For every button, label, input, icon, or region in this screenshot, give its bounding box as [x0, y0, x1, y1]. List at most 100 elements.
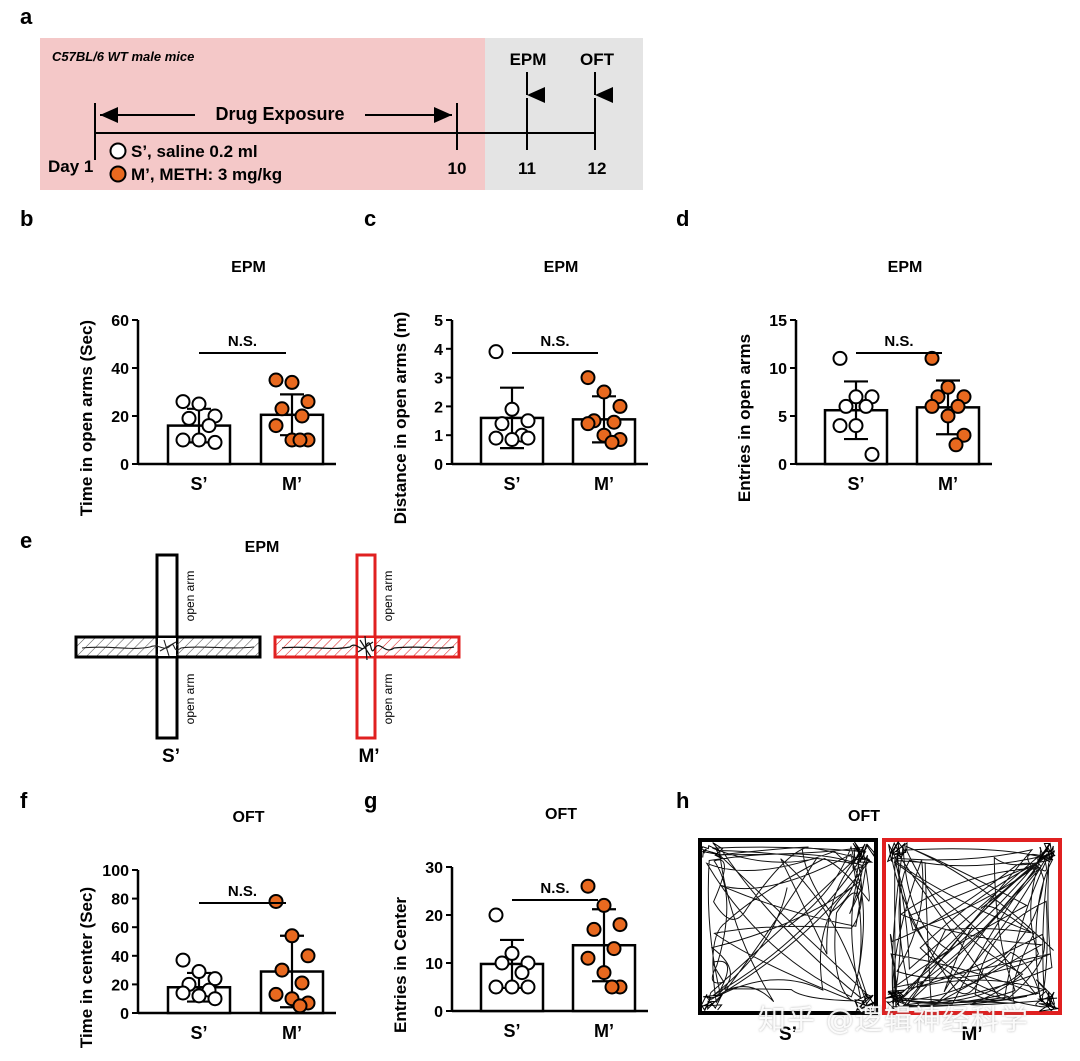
x-tick-label: M’: [282, 474, 302, 494]
oft-tracks-title: OFT: [848, 808, 880, 825]
data-point: [201, 418, 217, 434]
data-point: [488, 430, 504, 446]
data-point: [606, 941, 622, 957]
data-point: [832, 418, 848, 434]
data-point: [848, 418, 864, 434]
meth-oft-label: M’: [961, 1024, 982, 1045]
maze-title: EPM: [245, 539, 280, 556]
data-point: [284, 928, 300, 944]
x-tick-label: S’: [503, 474, 520, 494]
panel-letter-g: g: [364, 788, 377, 813]
significance-label: N.S.: [228, 883, 257, 900]
meth-upper-open-arm-label: open arm: [381, 571, 395, 622]
data-point: [488, 979, 504, 995]
y-tick-label: 10: [425, 956, 443, 973]
y-tick-label: 3: [434, 371, 443, 388]
y-tick-label: 20: [111, 409, 129, 426]
oft-track-path: [705, 845, 871, 1007]
data-point: [300, 948, 316, 964]
data-point: [488, 907, 504, 923]
data-point: [191, 964, 207, 980]
panel-letter-b: b: [20, 206, 33, 231]
y-axis-label: Distance in open arms (m): [391, 312, 410, 525]
panel-letter-c: c: [364, 206, 376, 231]
day1-label: Day 1: [48, 157, 93, 176]
data-point: [504, 979, 520, 995]
chart-b: EPM Time in open arms (Sec) 0 20 40 60S’ M’ N.S…: [77, 259, 336, 516]
saline-track: [81, 639, 255, 657]
data-point: [580, 370, 596, 386]
y-tick-label: 0: [434, 1004, 443, 1021]
data-point: [274, 401, 290, 417]
oft-corner-cluster: [1037, 990, 1059, 1012]
saline-oft-label: S’: [779, 1024, 797, 1045]
x-tick-label: S’: [847, 474, 864, 494]
data-point: [832, 350, 848, 366]
y-tick-label: 100: [102, 863, 129, 880]
data-point: [924, 350, 940, 366]
data-point: [488, 344, 504, 360]
oft-corner-cluster: [886, 840, 908, 864]
data-point: [191, 988, 207, 1004]
epm-timeline-label: EPM: [510, 50, 547, 69]
data-point: [948, 437, 964, 453]
day11-label: 11: [518, 159, 536, 178]
significance-label: N.S.: [228, 333, 257, 350]
oft-timeline-label: OFT: [580, 50, 615, 69]
y-axis-label: Entries in Center: [391, 897, 410, 1033]
day10-label: 10: [448, 159, 467, 178]
oft-corner-cluster: [1037, 842, 1056, 863]
y-tick-label: 20: [425, 908, 443, 925]
y-tick-label: 60: [111, 313, 129, 330]
y-tick-label: 5: [778, 409, 787, 426]
oft-corner-cluster: [701, 842, 724, 860]
x-tick-label: M’: [938, 474, 958, 494]
significance-label: N.S.: [540, 880, 569, 897]
epm-maze-panel: EPM open arm open arm S’ open arm open a…: [74, 539, 461, 767]
data-point: [848, 389, 864, 405]
y-tick-label: 80: [111, 892, 129, 909]
y-tick-label: 0: [778, 457, 787, 474]
data-point: [580, 950, 596, 966]
y-axis-label: Time in center (Sec): [77, 887, 96, 1048]
saline-legend-marker: [109, 142, 127, 160]
data-point: [950, 398, 966, 414]
y-tick-label: 0: [434, 457, 443, 474]
y-tick-label: 40: [111, 361, 129, 378]
panel-letter-d: d: [676, 206, 689, 231]
meth-legend-marker: [109, 165, 127, 183]
meth-legend-label: M’, METH: 3 mg/kg: [131, 165, 282, 184]
data-point: [580, 416, 596, 432]
bar-charts: EPM Time in open arms (Sec) 0 20 40 60S’ M’ N.S…: [77, 259, 992, 1048]
data-point: [504, 401, 520, 417]
data-point: [504, 432, 520, 448]
data-point: [580, 878, 596, 894]
meth-maze-label: M’: [358, 746, 379, 767]
data-point: [274, 962, 290, 978]
y-tick-label: 0: [120, 1006, 129, 1023]
y-axis-label: Entries in open arms: [735, 334, 754, 502]
data-point: [864, 446, 880, 462]
chart-title: EPM: [231, 259, 266, 276]
data-point: [596, 965, 612, 981]
y-axis-label: Time in open arms (Sec): [77, 320, 96, 516]
y-tick-label: 0: [120, 457, 129, 474]
chart-title: OFT: [545, 806, 577, 823]
data-point: [858, 398, 874, 414]
chart-title: EPM: [544, 259, 579, 276]
data-point: [300, 394, 316, 410]
x-tick-label: S’: [190, 474, 207, 494]
oft-corner-cluster: [852, 841, 875, 863]
meth-track: [281, 635, 455, 661]
strain-label: C57BL/6 WT male mice: [52, 49, 194, 64]
data-point: [940, 379, 956, 395]
data-point: [175, 432, 191, 448]
watermark-text: 知乎 @逻辑神经科学: [758, 1003, 1029, 1036]
panel-letter-f: f: [20, 788, 28, 813]
saline-maze-label: S’: [162, 746, 180, 767]
data-point: [284, 374, 300, 390]
y-tick-label: 15: [769, 313, 787, 330]
